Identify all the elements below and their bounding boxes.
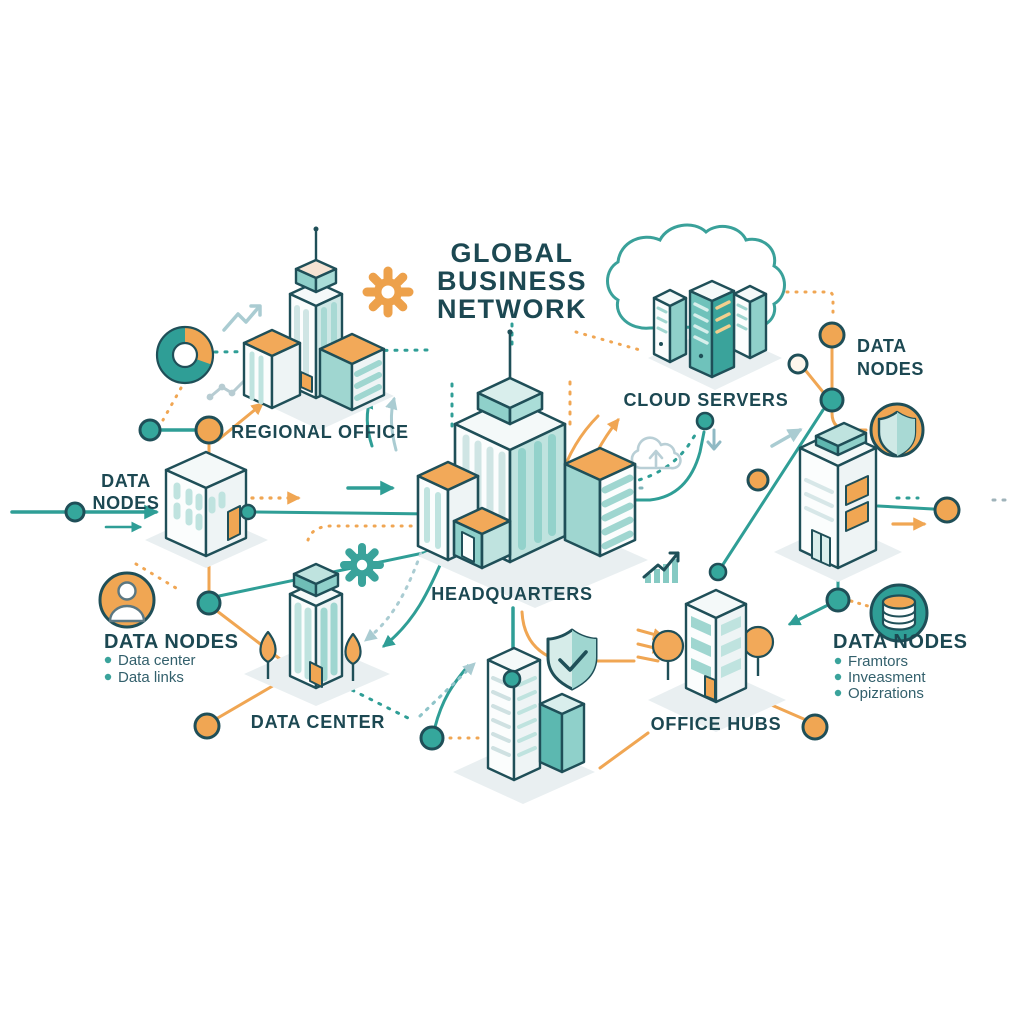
connector-dotted bbox=[574, 330, 642, 352]
trend-arrow-icon bbox=[222, 304, 262, 332]
connector bbox=[253, 510, 434, 516]
annex-building bbox=[453, 646, 595, 804]
network-node bbox=[801, 713, 829, 741]
network-node bbox=[193, 712, 221, 740]
tree-icon bbox=[259, 630, 277, 664]
network-node bbox=[419, 725, 445, 751]
network-node bbox=[818, 321, 846, 349]
title-line: NETWORK bbox=[437, 294, 587, 324]
gear-icon bbox=[362, 266, 414, 318]
bullet-dot bbox=[104, 656, 112, 664]
cloud-servers bbox=[606, 223, 786, 390]
network-node bbox=[502, 669, 522, 689]
connector bbox=[720, 408, 825, 568]
svg-text:NODES: NODES bbox=[857, 359, 924, 379]
callout-item: Framtors bbox=[848, 653, 908, 670]
connector-dotted bbox=[134, 562, 178, 590]
network-node bbox=[194, 415, 224, 445]
title: GLOBAL BUSINESS NETWORK bbox=[437, 238, 587, 324]
branch-office-building bbox=[145, 450, 268, 568]
callout-heading: DATA NODES bbox=[104, 631, 239, 653]
shield-icon bbox=[869, 402, 925, 458]
data-nodes-callout-right: DATA NODES Framtors Inveasment Opizratio… bbox=[833, 631, 968, 702]
network-node bbox=[239, 503, 257, 521]
headquarters-label: HEADQUARTERS bbox=[431, 584, 593, 604]
connector bbox=[876, 504, 935, 511]
connector-dotted bbox=[776, 290, 835, 322]
connector-dotted bbox=[849, 599, 870, 608]
cloud-upload-icon bbox=[630, 436, 682, 470]
connector-dotted bbox=[161, 386, 183, 422]
office-hubs-label: OFFICE HUBS bbox=[651, 714, 782, 734]
connector bbox=[598, 731, 650, 770]
callout-item: Data links bbox=[118, 669, 184, 686]
network-node bbox=[695, 411, 715, 431]
connector bbox=[214, 682, 278, 721]
connector-dotted bbox=[350, 688, 412, 721]
data-nodes-callout-left: DATA NODES Data center Data links bbox=[104, 631, 239, 686]
callout-item: Inveasment bbox=[848, 669, 926, 686]
bullet-dot bbox=[834, 673, 842, 681]
bullet-dot bbox=[104, 673, 112, 681]
connector-arrow bbox=[216, 402, 264, 442]
title-line: GLOBAL bbox=[451, 238, 574, 268]
gear-icon bbox=[340, 543, 384, 587]
svg-text:NODES: NODES bbox=[92, 493, 159, 513]
bullet-dot bbox=[834, 657, 842, 665]
data-center-label: DATA CENTER bbox=[251, 712, 385, 732]
headquarters-building bbox=[416, 329, 648, 608]
tree-icon bbox=[344, 632, 362, 666]
connector-arrow bbox=[787, 604, 828, 626]
scatter-line-icon bbox=[206, 379, 246, 401]
person-icon bbox=[98, 571, 156, 629]
tree-icon bbox=[741, 625, 775, 659]
database-icon bbox=[869, 583, 929, 643]
svg-text:DATA: DATA bbox=[857, 336, 907, 356]
network-node bbox=[138, 418, 162, 442]
connector-dotted bbox=[306, 524, 430, 542]
network-node bbox=[746, 468, 770, 492]
data-center-building bbox=[244, 562, 390, 706]
shield-check-icon bbox=[546, 628, 598, 691]
regional-office-label: REGIONAL OFFICE bbox=[231, 422, 409, 442]
office-hubs-building bbox=[648, 588, 786, 732]
title-line: BUSINESS bbox=[437, 266, 587, 296]
network-node bbox=[787, 353, 809, 375]
callout-heading: DATA NODES bbox=[833, 631, 968, 653]
bullet-dot bbox=[834, 689, 842, 697]
bar-chart-icon bbox=[642, 551, 680, 583]
network-nodes bbox=[64, 321, 961, 751]
data-nodes-label-top-left: DATA NODES bbox=[92, 471, 159, 513]
svg-text:DATA: DATA bbox=[101, 471, 151, 491]
cloud-servers-label: CLOUD SERVERS bbox=[623, 390, 788, 410]
connector bbox=[590, 430, 706, 502]
network-node bbox=[196, 590, 222, 616]
network-node bbox=[933, 496, 961, 524]
network-node bbox=[708, 562, 728, 582]
connector bbox=[636, 655, 660, 663]
connector-dashed-arrow bbox=[418, 662, 476, 718]
connector-dashed-arrow bbox=[364, 543, 426, 642]
callout-item: Opizrations bbox=[848, 685, 924, 702]
tree-icon bbox=[651, 629, 685, 663]
download-arrow-icon bbox=[706, 428, 722, 451]
regional-office-building bbox=[242, 226, 394, 430]
data-nodes-label-top-right: DATA NODES bbox=[857, 336, 924, 379]
donut-chart-icon bbox=[155, 325, 215, 385]
connector-arrow bbox=[770, 428, 803, 448]
network-node bbox=[825, 587, 851, 613]
connector bbox=[804, 369, 825, 394]
callout-item: Data center bbox=[118, 652, 196, 669]
satellite-office-building bbox=[774, 421, 902, 582]
network-node bbox=[64, 501, 86, 523]
network-node bbox=[819, 387, 845, 413]
